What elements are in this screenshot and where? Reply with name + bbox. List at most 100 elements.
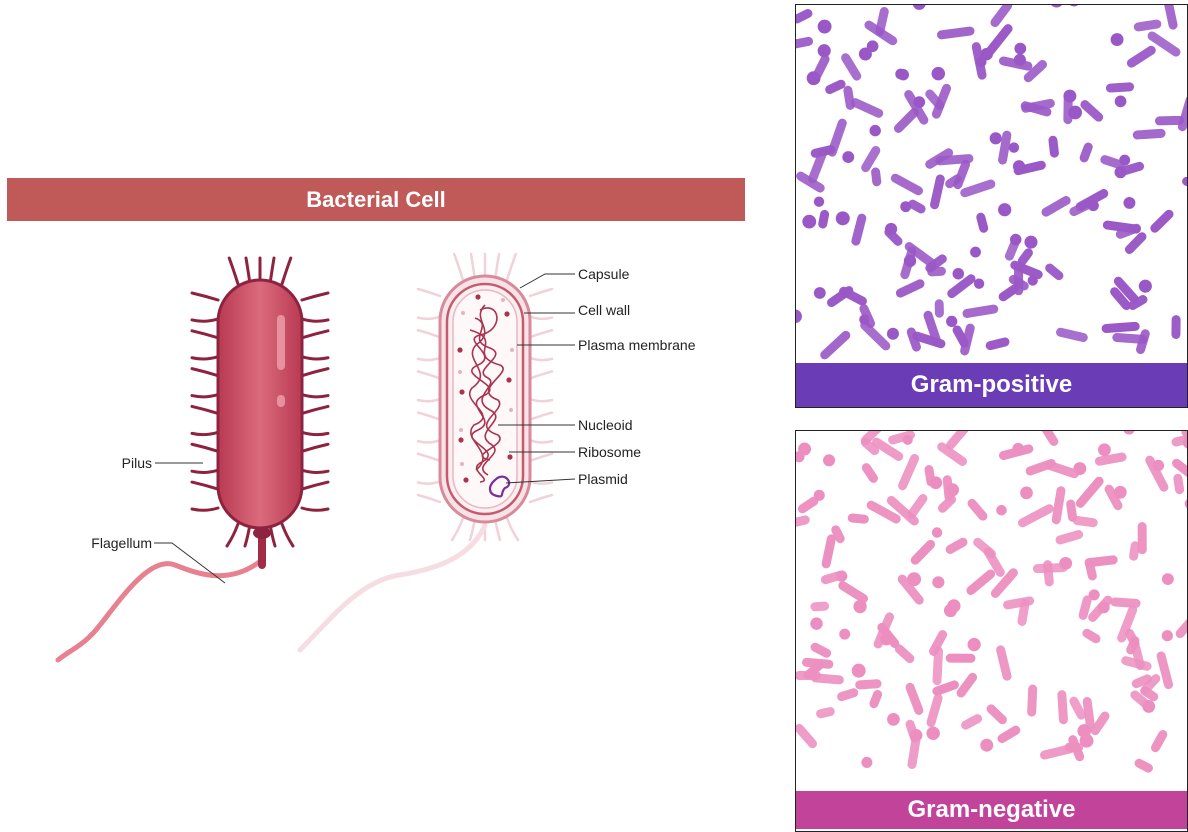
pilus [418, 371, 440, 378]
bacterium-rod [1040, 194, 1072, 218]
pilus [302, 432, 328, 434]
bacterium-coccus [1115, 96, 1127, 108]
pilus [229, 258, 238, 284]
bacterium-rod [1051, 486, 1066, 525]
bacterium-rod [1063, 90, 1073, 124]
bacterium-coccus [900, 201, 911, 212]
pilus [418, 440, 440, 442]
bacterium-rod [796, 7, 814, 24]
bacterium-coccus [880, 632, 893, 645]
bacterium-exterior [58, 258, 328, 660]
pilus [227, 524, 238, 546]
pilus [302, 369, 328, 376]
bacterium-coccus [1024, 236, 1037, 249]
bacterium-coccus [842, 151, 854, 163]
bacterium-rod [894, 278, 926, 299]
bacterium-coccus [887, 328, 899, 340]
pilus [192, 357, 218, 359]
pilus [454, 254, 463, 280]
bacterium-coccus [1123, 197, 1135, 209]
pilus [192, 482, 218, 489]
pilus [282, 524, 293, 546]
bacterium-coccus [869, 125, 880, 136]
bacterium-rod [868, 689, 883, 710]
bacterium-coccus [1139, 280, 1152, 293]
bacterium-rod [995, 644, 1012, 681]
gram-negative-micrograph [796, 431, 1188, 832]
bacterium-rod [1027, 684, 1037, 716]
bacterium-rod [849, 97, 884, 120]
bacterium-rod [904, 681, 924, 716]
pilus [418, 481, 440, 483]
pilus [192, 319, 218, 321]
bacterium-rod [1072, 515, 1098, 527]
pilus [530, 371, 552, 378]
bacterium-rod [889, 172, 924, 197]
bacterium-rod [893, 643, 916, 665]
bacterium-coccus [802, 215, 816, 229]
bacterium-rod [925, 692, 943, 728]
pilus [530, 317, 552, 319]
bacterium-coccus [818, 20, 832, 34]
bacterium-coccus [887, 713, 900, 726]
bacterial-cell-diagram: Capsule Cell wall Plasma membrane Nucleo… [0, 0, 790, 832]
pilus [192, 395, 218, 397]
bacterium-coccus [929, 476, 942, 489]
label-plasmid: Plasmid [578, 471, 628, 487]
bacterium-rod [1048, 135, 1059, 158]
bacterium-coccus [1020, 486, 1033, 499]
bacterium-coccus [1014, 43, 1026, 55]
bacterium-coccus [1162, 630, 1173, 641]
bacterium-rod [1002, 596, 1035, 611]
bacterium-rod [984, 22, 1015, 57]
bacterium-coccus [1153, 460, 1164, 471]
bacterium-rod [1138, 522, 1147, 554]
bacterium-coccus [980, 739, 993, 752]
bacterium-rod [836, 687, 859, 702]
bacterium-rod [860, 461, 880, 484]
pilus [507, 518, 518, 540]
pilus [192, 369, 218, 376]
bacterium-rod [1110, 597, 1141, 608]
bacterium-coccus [814, 490, 825, 501]
bacterium-coccus [932, 576, 944, 588]
bacterium-rod [1016, 503, 1055, 529]
pilus [302, 406, 328, 413]
bacterium-coccus [810, 617, 822, 629]
bacterium-coccus [946, 483, 959, 496]
bacterium-rod [817, 209, 829, 229]
pilus [418, 289, 440, 296]
gram-negative-panel: Gram-negative [795, 430, 1188, 832]
bacterium-coccus [903, 435, 913, 445]
bacterium-coccus [932, 67, 945, 80]
bacterium-coccus [1059, 557, 1072, 570]
bacterium-rod [966, 497, 990, 522]
pilus [530, 399, 552, 401]
bacterium-rod [821, 534, 837, 570]
label-flagellum: Flagellum [91, 535, 152, 551]
bacterium-coccus [1068, 5, 1081, 7]
bacterium-rod [985, 337, 1011, 352]
bacterium-rod [1106, 82, 1135, 93]
pilus [530, 440, 552, 442]
pilus [192, 444, 218, 451]
bacterium-coccus [974, 278, 984, 288]
bacterium-coccus [932, 527, 942, 537]
bacterium-rod [850, 213, 867, 247]
bacterium-rod [1171, 315, 1180, 339]
bacterium-rod [1081, 627, 1102, 645]
flagellum [58, 560, 262, 660]
bacterium-rod [1054, 529, 1084, 546]
bacterium-coccus [823, 454, 835, 466]
bacterium-rod [796, 515, 811, 528]
bacterium-rod [815, 706, 835, 719]
bacterium-coccus [1185, 499, 1188, 509]
bacterium-coccus [1123, 431, 1135, 435]
bacterium-rod [1055, 327, 1089, 343]
bacterium-coccus [968, 638, 981, 651]
bacterium-coccus [1073, 462, 1086, 475]
pilus [302, 444, 328, 451]
bacterium-rod [796, 36, 814, 49]
bacterium-rod [1132, 129, 1165, 140]
bacterium-coccus [895, 69, 906, 80]
